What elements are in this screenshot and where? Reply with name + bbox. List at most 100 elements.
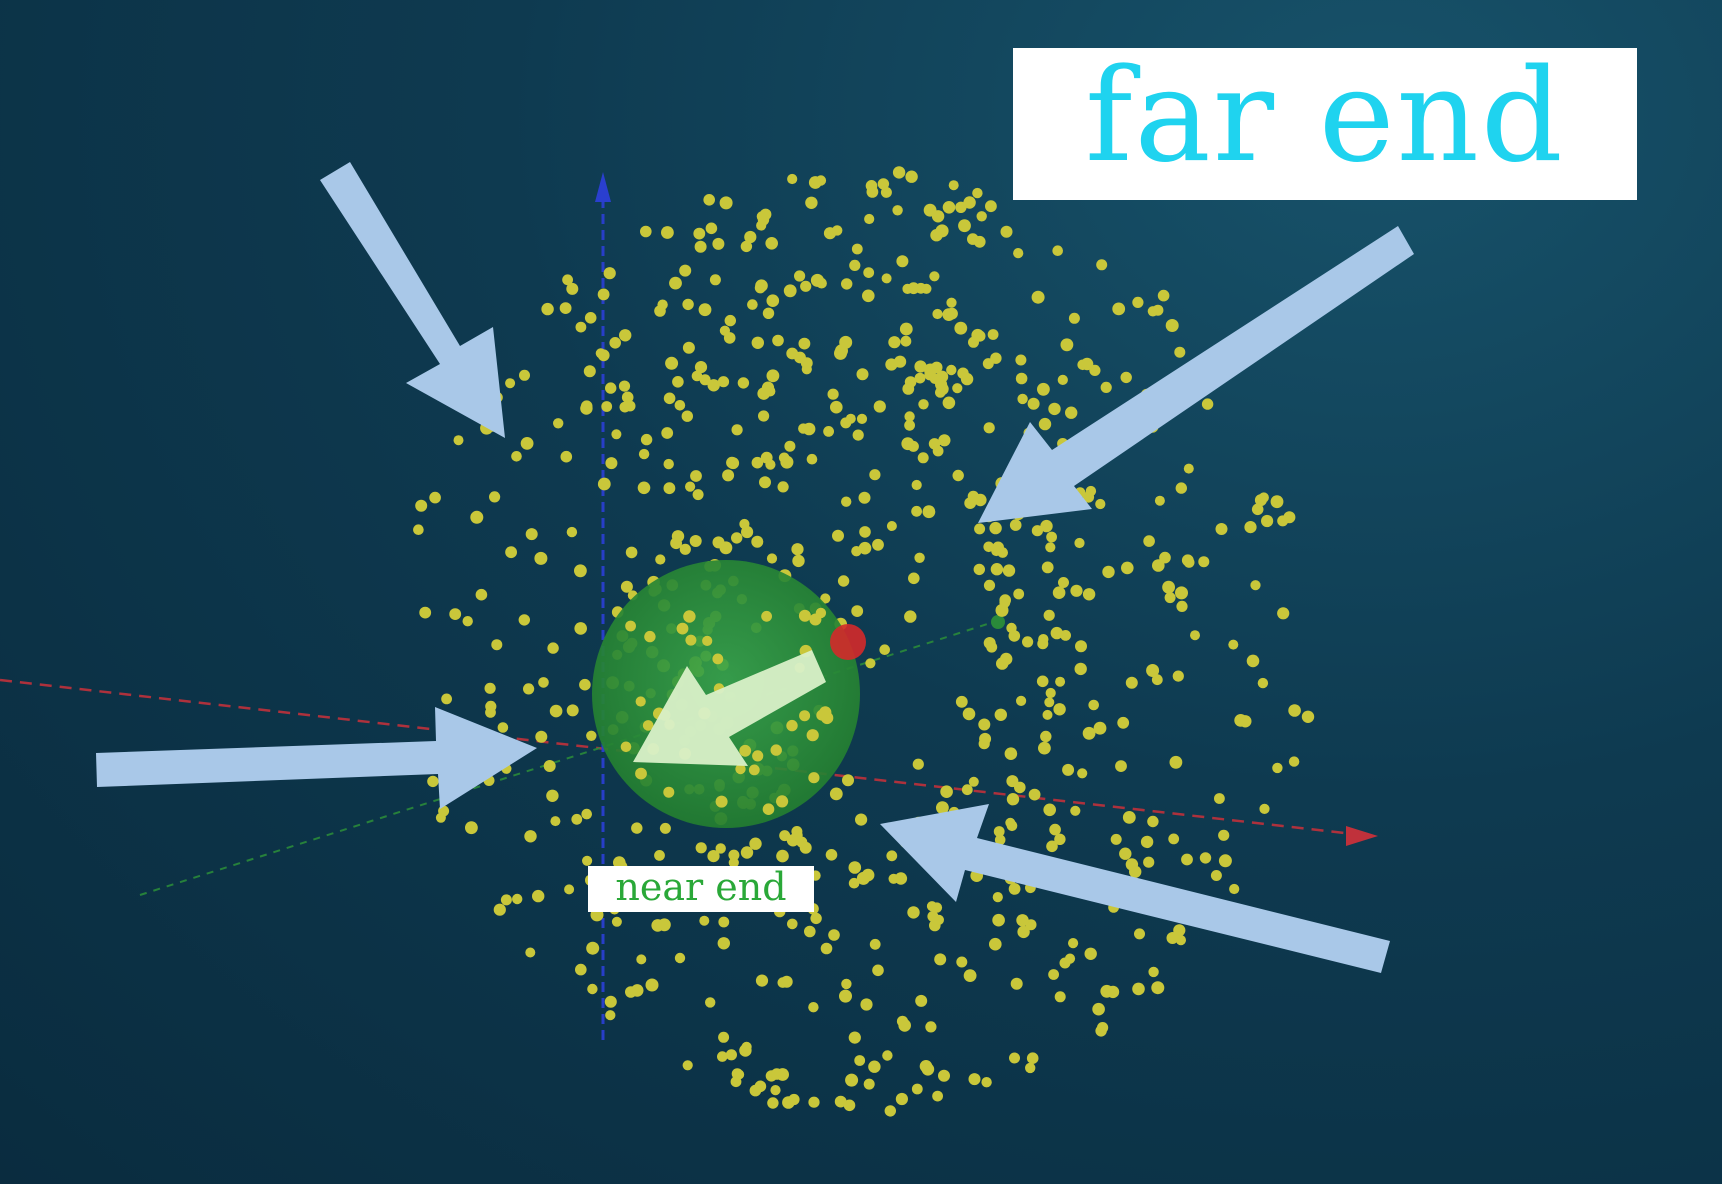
particle-dot (864, 213, 875, 225)
particle-dot (963, 196, 976, 209)
particle-dot (848, 861, 862, 874)
particle-dot (644, 630, 656, 643)
particle-dot (946, 364, 957, 376)
particle-dot (932, 308, 943, 320)
particle-dot (1272, 762, 1283, 774)
particle-dot (915, 994, 928, 1007)
particle-dot (505, 378, 516, 389)
particle-dot (535, 730, 548, 743)
particle-dot (603, 267, 616, 280)
y-axis-arrowhead (595, 172, 611, 202)
particle-dot (932, 1090, 943, 1102)
particle-dot (605, 382, 617, 394)
particle-dot (645, 978, 659, 992)
particle-dot (475, 588, 488, 601)
particle-dot (929, 271, 940, 282)
particle-dot (671, 530, 685, 543)
particle-dot (961, 784, 973, 796)
particle-dot (640, 433, 653, 446)
particle-dot (923, 203, 937, 217)
particle-dot (900, 335, 912, 347)
particle-dot (728, 849, 740, 861)
particle-dot (1048, 969, 1059, 980)
particle-dot (523, 683, 535, 695)
particle-dot (978, 738, 990, 750)
particle-dot (682, 341, 695, 354)
particle-dot (695, 842, 707, 854)
particle-dot (1154, 495, 1165, 506)
particle-dot (922, 505, 936, 519)
particle-dot (860, 998, 873, 1011)
particle-dot (791, 543, 804, 556)
particle-dot (717, 937, 730, 950)
particle-dot (1157, 289, 1170, 302)
particle-dot (1218, 854, 1232, 868)
particle-dot (794, 270, 806, 282)
particle-dot (914, 552, 925, 563)
particle-dot (968, 776, 979, 787)
particle-dot (934, 953, 947, 966)
particle-dot (1015, 354, 1027, 366)
particle-dot (683, 610, 696, 623)
particle-dot (834, 346, 847, 360)
arrow-icon-top-left (320, 162, 505, 438)
particle-dot (917, 452, 929, 464)
particle-dot (1215, 523, 1228, 535)
particle-dot (798, 337, 811, 350)
particle-dot (1082, 726, 1096, 740)
particle-dot (921, 1063, 935, 1076)
particle-dot (734, 1069, 745, 1080)
particle-dot (972, 187, 983, 199)
particle-dot (764, 385, 776, 397)
particle-dot (823, 426, 834, 437)
particle-dot (538, 677, 549, 688)
particle-dot (1125, 676, 1138, 689)
particle-dot (1000, 652, 1013, 666)
particle-dot (702, 635, 713, 647)
particle-dot (911, 479, 922, 491)
particle-dot (770, 1085, 781, 1096)
particle-dot (756, 220, 767, 231)
particle-dot (783, 284, 797, 298)
particle-dot (562, 274, 573, 286)
particle-dot (676, 622, 689, 635)
particle-dot (804, 925, 816, 938)
particle-dot (752, 750, 764, 762)
particle-dot (419, 606, 432, 619)
particle-dot (798, 423, 809, 434)
particle-dot (534, 551, 548, 565)
particle-dot (619, 329, 632, 342)
particle-dot (1037, 382, 1050, 396)
particle-dot (605, 1010, 616, 1021)
particle-dot (441, 693, 452, 705)
particle-dot (741, 525, 754, 539)
particle-dot (843, 1099, 856, 1112)
particle-dot (827, 388, 839, 400)
particle-dot (1016, 695, 1027, 707)
particle-dot (896, 1015, 909, 1027)
particle-dot (1283, 511, 1296, 524)
particle-dot (672, 376, 684, 388)
particle-dot (1097, 1022, 1109, 1034)
particle-dot (566, 526, 578, 538)
particle-dot (856, 413, 868, 424)
particle-dot (912, 758, 924, 770)
particle-dot (806, 453, 818, 465)
particle-dot (842, 774, 854, 787)
particle-dot (524, 830, 537, 843)
particle-dot (638, 448, 650, 460)
particle-dot (786, 834, 800, 847)
particle-dot (657, 299, 668, 310)
particle-dot (415, 499, 428, 512)
particle-dot (1181, 853, 1193, 866)
particle-dot (865, 658, 876, 669)
particle-dot (679, 543, 691, 555)
particle-dot (679, 264, 692, 277)
particle-dot (1096, 259, 1108, 271)
particle-dot (1288, 704, 1301, 717)
particle-dot (1112, 302, 1126, 316)
particle-dot (581, 808, 592, 820)
particle-dot (663, 392, 676, 405)
particle-dot (619, 401, 631, 413)
particle-dot (1046, 840, 1058, 853)
